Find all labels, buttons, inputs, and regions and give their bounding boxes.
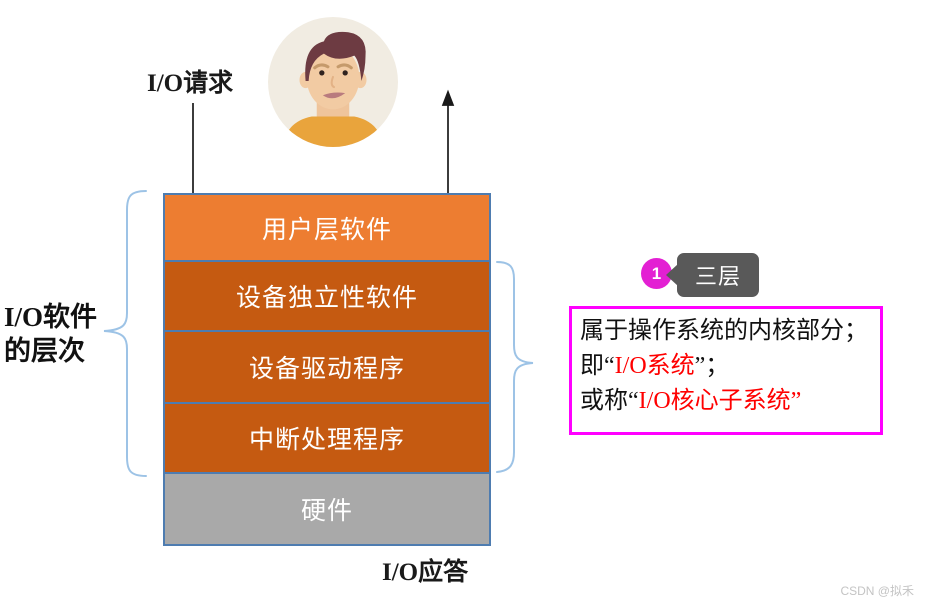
layer-device-independent-software: 设备独立性软件 <box>165 262 489 332</box>
up-arrow-icon <box>441 89 455 206</box>
note-line2-suffix: ”； <box>694 353 730 379</box>
stack-caption: I/O软件 的层次 <box>4 300 134 368</box>
note-line2-highlight: I/O系统 <box>614 353 695 379</box>
user-avatar <box>268 17 398 147</box>
tooltip-three-layers: 三层 <box>666 253 760 297</box>
layer-hardware: 硬件 <box>165 474 489 544</box>
layer-user-software: 用户层软件 <box>165 195 489 262</box>
watermark: CSDN @拟禾 <box>840 584 914 598</box>
io-reply-label: I/O应答 <box>382 559 469 586</box>
layer-label: 设备驱动程序 <box>248 356 405 383</box>
note-line3: 或称“I/O核心子系统” <box>580 384 872 419</box>
layer-label: 用户层软件 <box>261 216 392 244</box>
note-line3-highlight: I/O核心子系统” <box>638 388 802 414</box>
kernel-note-box: 属于操作系统的内核部分； 即“I/O系统”； 或称“I/O核心子系统” <box>569 306 883 435</box>
io-layer-stack: 用户层软件 设备独立性软件 设备驱动程序 中断处理程序 硬件 <box>163 193 491 546</box>
io-request-label: I/O请求 <box>147 70 234 97</box>
note-line3-prefix: 或称“ <box>580 388 639 414</box>
note-line2: 即“I/O系统”； <box>580 349 872 384</box>
layer-label: 硬件 <box>300 498 353 525</box>
layer-interrupt-handler: 中断处理程序 <box>165 404 489 474</box>
stack-caption-line2: 的层次 <box>4 336 85 366</box>
note-line1: 属于操作系统的内核部分； <box>580 318 868 344</box>
layer-label: 中断处理程序 <box>248 427 405 454</box>
right-brace <box>496 261 534 473</box>
tooltip-pointer-icon <box>666 264 678 286</box>
stack-caption-line1: I/O软件 <box>4 302 98 332</box>
layer-device-driver: 设备驱动程序 <box>165 332 489 404</box>
tooltip-label: 三层 <box>695 264 742 289</box>
layer-label: 设备独立性软件 <box>235 285 418 312</box>
note-line2-prefix: 即“ <box>580 353 615 379</box>
